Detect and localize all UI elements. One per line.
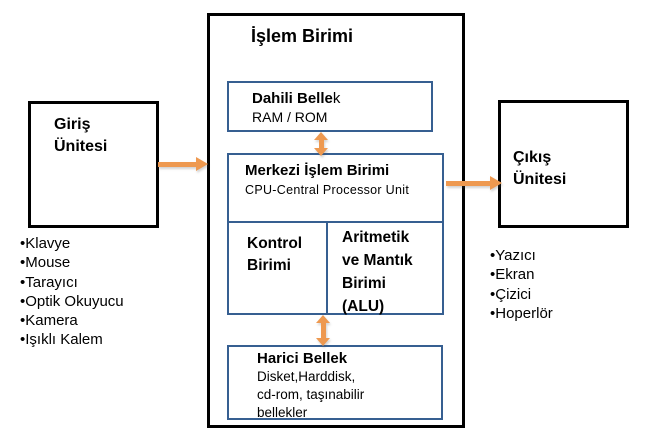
list-item: •Yazıcı <box>490 247 536 264</box>
arrow-memory-cpu-icon <box>314 132 328 156</box>
alu-line2: ve Mantık <box>342 252 413 269</box>
cpu-title: Merkezi İşlem Birimi <box>245 162 390 179</box>
list-item: •Mouse <box>20 254 71 272</box>
external-memory-box: Harici Bellek Disket,Harddisk, cd-rom, t… <box>227 345 443 420</box>
processing-unit-title: İşlem Birimi <box>251 26 354 46</box>
input-unit-line2: Ünitesi <box>54 138 108 155</box>
arrow-shaft <box>446 180 491 186</box>
list-item: •Çizici <box>490 285 532 303</box>
external-memory-title: Harici Bellek <box>257 350 348 367</box>
alu-line1: Aritmetik <box>342 229 410 246</box>
arrow-processor-to-output-icon <box>446 176 502 190</box>
output-unit-line2: Ünitesi <box>513 171 567 188</box>
internal-memory-title-bold: Dahili Belle <box>252 90 333 107</box>
list-item: •Hoperlör <box>490 304 553 322</box>
alu-line3: Birimi <box>342 275 386 292</box>
input-unit-label: Giriş Ünitesi <box>54 114 107 158</box>
list-item: •Tarayıcı <box>20 273 78 291</box>
input-unit-line1: Giriş <box>54 116 91 133</box>
external-memory-line3: bellekler <box>257 405 308 420</box>
output-unit-label: Çıkış Ünitesi <box>513 147 566 191</box>
list-item: •Klavye <box>20 235 71 252</box>
arrow-head <box>490 176 502 190</box>
arrow-head-down <box>316 338 330 346</box>
cpu-horizontal-divider <box>229 221 442 223</box>
arrow-input-to-processor-icon <box>158 157 208 171</box>
control-unit-line2: Birimi <box>247 256 291 274</box>
control-unit-line1: Kontrol <box>247 235 303 252</box>
arrow-shaft <box>320 322 326 339</box>
external-memory-line2: cd-rom, taşınabilir <box>257 387 365 402</box>
arrow-head-down <box>314 148 328 156</box>
alu-line4: (ALU) <box>342 298 385 315</box>
list-item: •Ekran <box>490 266 535 284</box>
output-unit-line1: Çıkış <box>513 149 552 166</box>
arrow-head-up <box>314 132 328 140</box>
list-item: •Işıklı Kalem <box>20 331 103 349</box>
input-devices-list: •Klavye •Mouse•Tarayıcı•Optik Okuyucu •Kam… <box>20 234 124 350</box>
alu-label: Aritmetik ve Mantık Birimi (ALU) <box>342 226 413 318</box>
internal-memory-title-tail: k <box>332 90 341 107</box>
internal-memory-subtitle: RAM / ROM <box>252 109 328 125</box>
cpu-box <box>227 153 444 315</box>
arrow-head-up <box>316 315 330 323</box>
arrow-shaft <box>318 139 324 149</box>
cpu-subtitle: CPU-Central Processor Unit <box>245 183 410 197</box>
external-memory-line1: Disket,Harddisk, <box>257 369 356 384</box>
internal-memory-box: Dahili Bellek RAM / ROM <box>227 81 433 132</box>
list-item: •Kamera <box>20 312 78 330</box>
input-unit-box <box>28 101 159 228</box>
internal-memory-title: Dahili Bellek <box>252 89 431 108</box>
output-unit-box <box>498 100 629 228</box>
cpu-vertical-divider <box>326 223 328 313</box>
list-item: •Optik Okuyucu <box>20 292 124 310</box>
cpu-header: Merkezi İşlem Birimi CPU-Central Process… <box>245 160 409 199</box>
arrow-head <box>196 157 208 171</box>
output-devices-list: •Yazıcı •Ekran•Çizici•Hoperlör <box>490 246 553 323</box>
arrow-shaft <box>158 161 197 167</box>
control-unit-label: Kontrol Birimi <box>247 233 302 276</box>
arrow-cpu-storage-icon <box>316 315 330 346</box>
